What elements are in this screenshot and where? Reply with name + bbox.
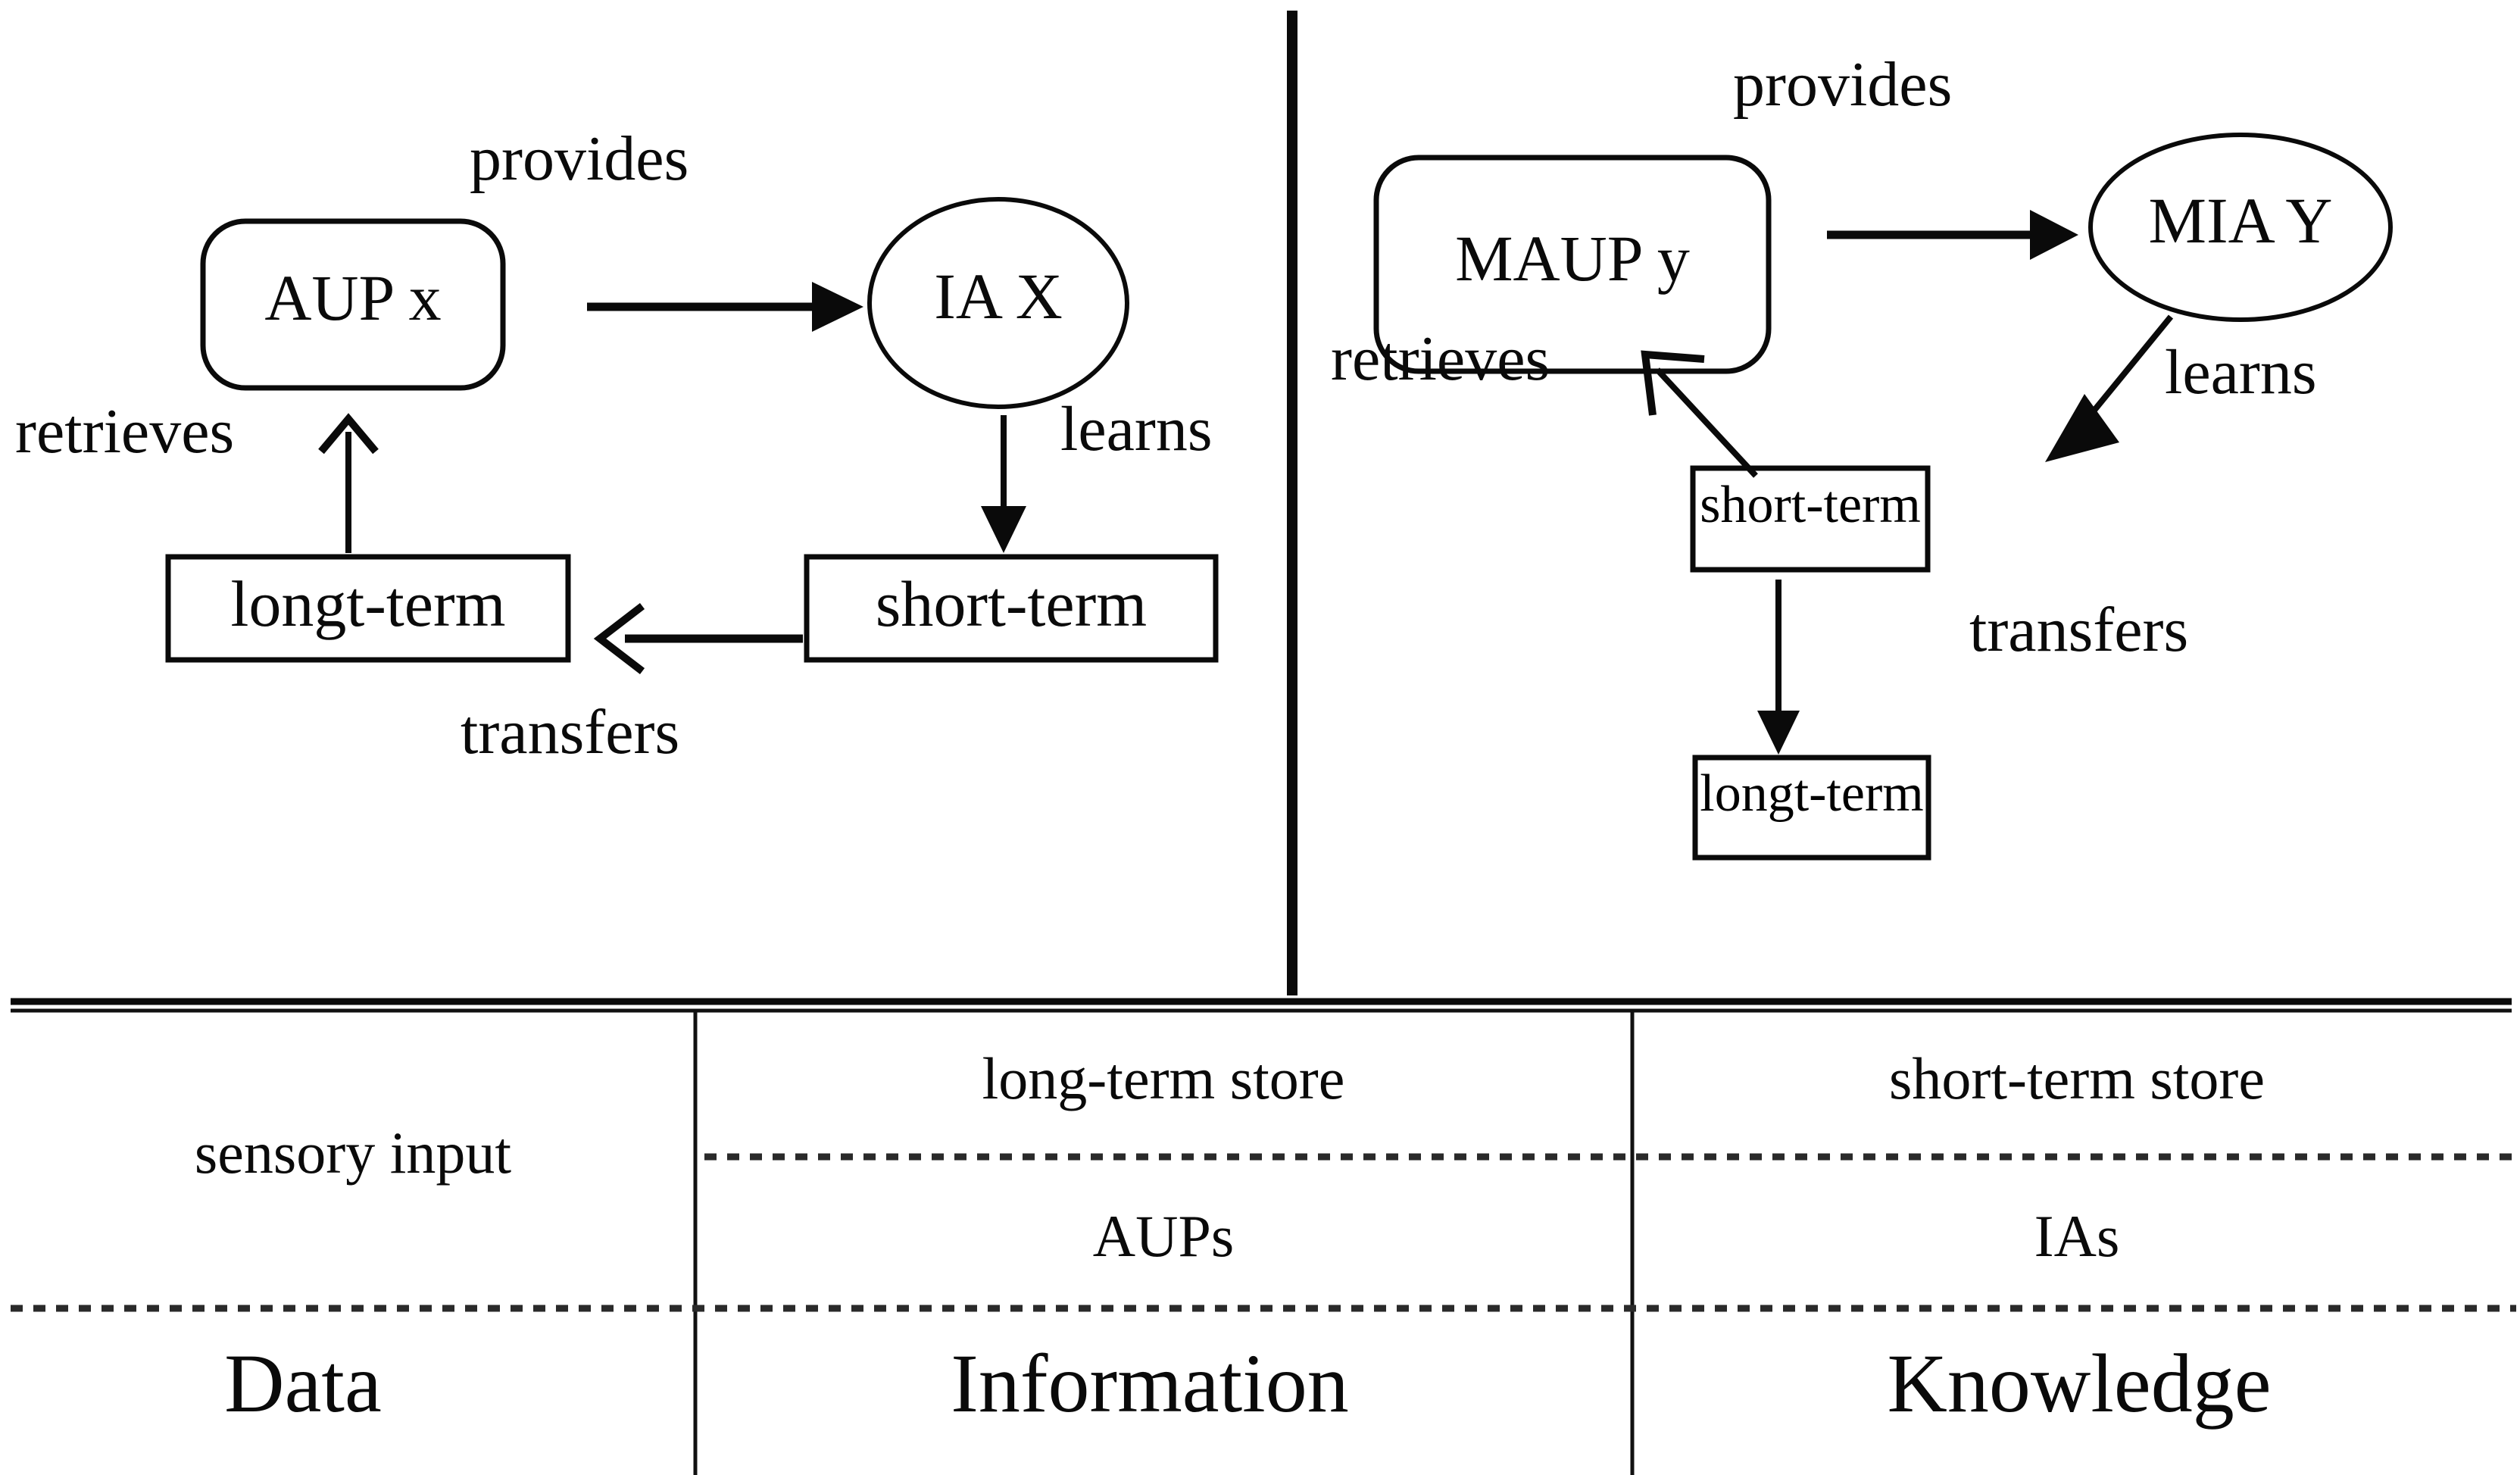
cell-short-term-store: short-term store: [1889, 1045, 2265, 1111]
node-short-term-right[interactable]: short-term: [1690, 465, 1931, 573]
dikw-table: sensory input long-term store short-term…: [11, 998, 2516, 1475]
transfers-left-label: transfers: [461, 697, 679, 767]
edge-transfers-right: transfers: [1757, 580, 2188, 755]
short-term-right-shape: [1690, 465, 1931, 573]
node-aup-x[interactable]: AUP x: [200, 218, 506, 391]
learns-right-label: learns: [2165, 337, 2317, 408]
learns-right-arrow-head: [2045, 394, 2119, 462]
retrieves-right-arrow-head: [1641, 350, 1705, 416]
short-term-right-label: short-term: [1700, 476, 1921, 534]
edge-transfers-left: transfers: [461, 603, 803, 767]
aup-x-label: AUP x: [264, 261, 441, 334]
retrieves-left-arrow-head: [318, 413, 379, 455]
cell-data: Data: [224, 1337, 382, 1430]
edge-learns-left: learns: [981, 394, 1213, 553]
cell-ias: IAs: [2034, 1203, 2120, 1269]
ia-x-shape: [867, 197, 1129, 409]
retrieves-right-label: retrieves: [1331, 323, 1550, 394]
edge-retrieves-right: retrieves: [1331, 323, 1758, 478]
maup-y-label: MAUP y: [1455, 222, 1690, 295]
longt-term-right-label: longt-term: [1700, 764, 1923, 823]
mia-y-label: MIA Y: [2149, 184, 2333, 257]
node-mia-y[interactable]: MIA Y: [2088, 133, 2393, 322]
learns-left-label: learns: [1060, 394, 1213, 464]
retrieves-left-label: retrieves: [15, 396, 234, 467]
longt-term-left-label: longt-term: [230, 567, 505, 640]
transfers-right-arrow-head: [1757, 711, 1800, 755]
edge-provides-left: provides: [470, 123, 863, 332]
short-term-left-label: short-term: [876, 567, 1147, 640]
cell-aups: AUPs: [1093, 1203, 1234, 1269]
node-ia-x[interactable]: IA X: [867, 197, 1129, 409]
longt-term-left-shape: [165, 554, 571, 663]
node-short-term-left[interactable]: short-term: [804, 554, 1219, 663]
transfers-left-arrow-head: [593, 603, 645, 674]
cell-sensory-input: sensory input: [195, 1120, 511, 1186]
mia-y-shape: [2088, 133, 2393, 322]
left-panel: AUP x IA X longt-term s: [15, 123, 1219, 767]
aup-x-shape: [200, 218, 506, 391]
provides-left-label: provides: [470, 123, 689, 194]
transfers-right-label: transfers: [1969, 595, 2188, 665]
node-longt-term-left[interactable]: longt-term: [165, 554, 571, 663]
node-maup-y[interactable]: MAUP y: [1373, 155, 1772, 374]
short-term-left-shape: [804, 554, 1219, 663]
ia-x-label: IA X: [934, 260, 1063, 333]
longt-term-right-shape: [1692, 755, 1931, 861]
cell-knowledge: Knowledge: [1887, 1337, 2271, 1430]
learns-left-arrow-head: [981, 506, 1026, 553]
right-panel: MAUP y MIA Y short-term: [1331, 49, 2393, 861]
edge-provides-right: provides: [1733, 49, 2078, 260]
edge-learns-right: learns: [2045, 314, 2317, 462]
edge-retrieves-left: retrieves: [15, 396, 379, 553]
provides-right-label: provides: [1733, 49, 1952, 120]
retrieves-right-arrow-line: [1655, 367, 1758, 478]
maup-y-shape: [1373, 155, 1772, 374]
provides-left-arrow-head: [812, 282, 863, 332]
cell-information: Information: [951, 1337, 1348, 1430]
cell-long-term-store: long-term store: [982, 1045, 1345, 1111]
node-longt-term-right[interactable]: longt-term: [1692, 755, 1931, 861]
provides-right-arrow-head: [2030, 210, 2078, 260]
